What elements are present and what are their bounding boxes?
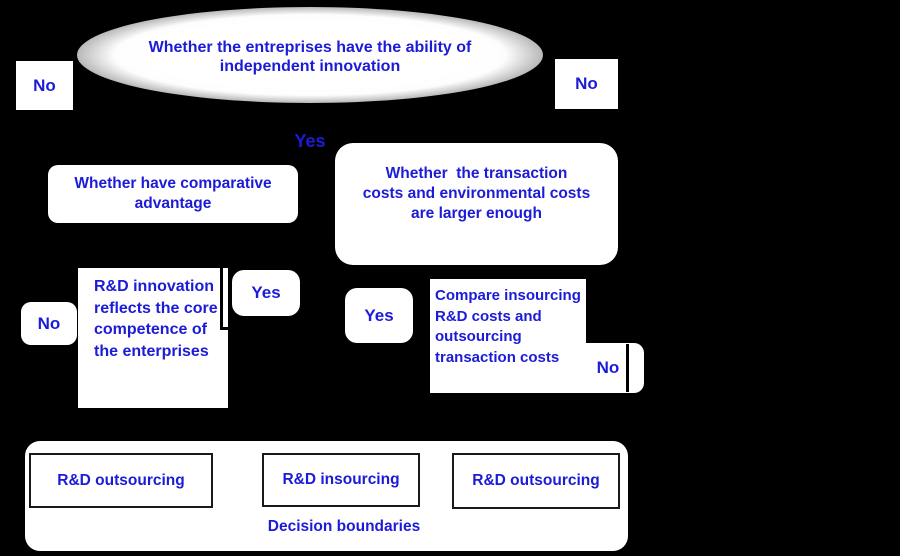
result-label: R&D outsourcing: [57, 471, 185, 489]
node-text-line: the enterprises: [94, 342, 209, 360]
rd-insourcing-result: R&D insourcing: [262, 453, 420, 507]
node-text-line: reflects the core: [94, 299, 218, 317]
rd-outsourcing-result-right: R&D outsourcing: [452, 453, 620, 509]
branch-label: Yes: [251, 283, 281, 302]
comparative-advantage-question-node: Whether have comparative advantage: [48, 165, 298, 223]
branch-label: No: [37, 313, 61, 333]
node-text-line: competence of: [94, 321, 207, 338]
no-branch-box-mid-left: No: [21, 302, 77, 345]
branch-label: No: [575, 74, 598, 93]
connector-segment-vertical: [626, 344, 629, 392]
independent-innovation-question-node: Whether the entreprises have the ability…: [77, 7, 543, 103]
transaction-costs-question-node: Whether the transaction costs and enviro…: [335, 143, 618, 265]
rd-outsourcing-result-left: R&D outsourcing: [29, 453, 213, 508]
yes-branch-label: Yes: [294, 131, 326, 151]
yes-branch-box-right: Yes: [345, 288, 413, 343]
node-text-line: R&D innovation: [94, 278, 214, 295]
node-text-line: Whether the entreprises have the ability…: [148, 39, 472, 56]
yes-branch-box-left: Yes: [232, 270, 300, 316]
node-text-line: Whether have comparative: [74, 175, 272, 192]
rd-innovation-core-competence-node: R&D innovation reflects the core compete…: [78, 268, 228, 408]
branch-label: No: [596, 358, 620, 377]
no-branch-box-mid-right: No: [586, 343, 644, 393]
branch-label: Yes: [364, 305, 394, 325]
decision-boundaries-caption: Decision boundaries: [267, 518, 421, 535]
connector-segment-vertical: [220, 268, 223, 330]
no-branch-box-top-left: No: [16, 61, 73, 110]
node-text-line: costs and environmental costs: [362, 185, 591, 202]
no-branch-box-top-right: No: [555, 59, 618, 109]
node-text-line: Compare insourcing: [435, 287, 581, 304]
result-label: R&D insourcing: [282, 471, 400, 488]
node-text-line: outsourcing: [435, 328, 522, 345]
node-text-line: independent innovation: [219, 58, 401, 75]
connector-segment-horizontal: [220, 327, 229, 330]
branch-label: No: [33, 75, 56, 95]
result-label: R&D outsourcing: [472, 472, 600, 489]
compare-costs-node: Compare insourcing R&D costs and outsour…: [430, 279, 586, 393]
node-text-line: Whether the transaction: [385, 165, 568, 182]
node-text-line: are larger enough: [411, 205, 542, 222]
node-text-line: transaction costs: [435, 348, 560, 366]
node-text-line: advantage: [134, 195, 212, 212]
node-text-line: R&D costs and: [435, 307, 542, 325]
